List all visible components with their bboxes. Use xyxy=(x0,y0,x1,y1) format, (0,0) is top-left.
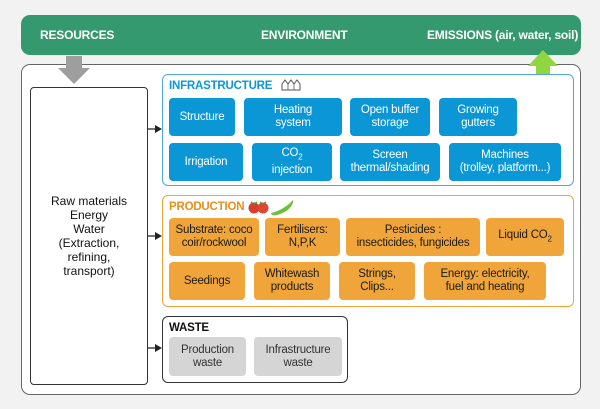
structure-cell: Structure xyxy=(169,98,235,136)
environment-label: ENVIRONMENT xyxy=(261,28,348,42)
vegetables-icon xyxy=(248,200,294,216)
arrowhead-infrastructure xyxy=(155,125,162,133)
emissions-arrow xyxy=(528,50,558,86)
growing-gutters-cell: Growing gutters xyxy=(439,98,517,136)
raw-materials-box: Raw materials Energy Water (Extraction, … xyxy=(30,87,148,385)
screen-thermal-shading-cell: Screen thermal/shading xyxy=(340,143,440,181)
production-waste-cell: Production waste xyxy=(169,337,246,376)
emissions-label: EMISSIONS (air, water, soil) xyxy=(427,28,579,42)
arrowhead-production xyxy=(155,232,162,240)
whitewash-products-cell: Whitewash products xyxy=(254,262,330,300)
energy-cell: Energy: electricity, fuel and heating xyxy=(424,262,546,300)
infrastructure-waste-cell: Infrastructure waste xyxy=(254,337,342,376)
environment-bar: RESOURCES ENVIRONMENT EMISSIONS (air, wa… xyxy=(21,15,581,55)
seedings-cell: Seedings xyxy=(169,262,245,300)
greenhouse-icon xyxy=(281,79,301,91)
waste-title: WASTE xyxy=(169,322,209,334)
strings-clips-cell: Strings, Clips... xyxy=(339,262,415,300)
fertilisers-cell: Fertilisers: N,P,K xyxy=(265,218,340,256)
substrate-cell: Substrate: coco coir/rockwool xyxy=(169,218,259,256)
arrowhead-waste xyxy=(155,344,162,352)
resources-label: RESOURCES xyxy=(40,28,115,42)
production-title: PRODUCTION xyxy=(169,201,245,213)
open-buffer-storage-cell: Open buffer storage xyxy=(350,98,430,136)
pesticides-cell: Pesticides : insecticides, fungicides xyxy=(346,218,480,256)
raw-materials-text: Raw materials Energy Water (Extraction, … xyxy=(50,194,128,278)
heating-system-cell: Heating system xyxy=(244,98,342,136)
machines-cell: Machines (trolley, platform...) xyxy=(449,143,561,181)
liquid-co2-cell: Liquid CO2 xyxy=(486,218,564,256)
infrastructure-title: INFRASTRUCTURE xyxy=(169,80,273,92)
irrigation-cell: Irrigation xyxy=(169,143,243,181)
liquid-co2-text: Liquid CO2 xyxy=(498,228,552,244)
resources-arrow xyxy=(58,56,90,84)
